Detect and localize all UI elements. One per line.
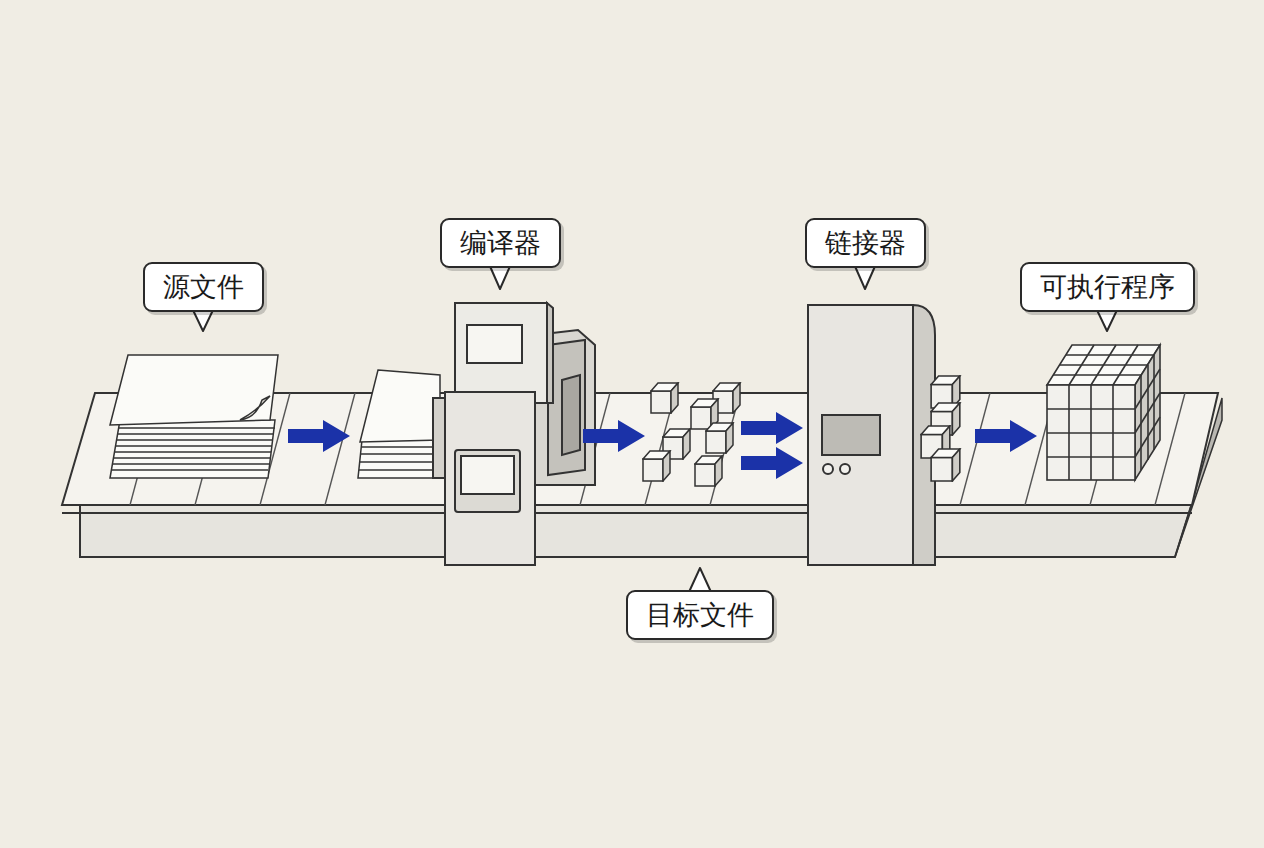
callout-bubble: 链接器	[805, 218, 926, 268]
callout-bubble: 源文件	[143, 262, 264, 312]
callout-bubble: 目标文件	[626, 590, 774, 640]
callout-text: 目标文件	[646, 599, 754, 631]
callout-text: 源文件	[163, 271, 244, 303]
callout-text: 编译器	[460, 227, 541, 259]
callout-bubble: 可执行程序	[1020, 262, 1195, 312]
callout-text: 链接器	[825, 227, 906, 259]
callout-bubble: 编译器	[440, 218, 561, 268]
callout-text: 可执行程序	[1040, 271, 1175, 303]
